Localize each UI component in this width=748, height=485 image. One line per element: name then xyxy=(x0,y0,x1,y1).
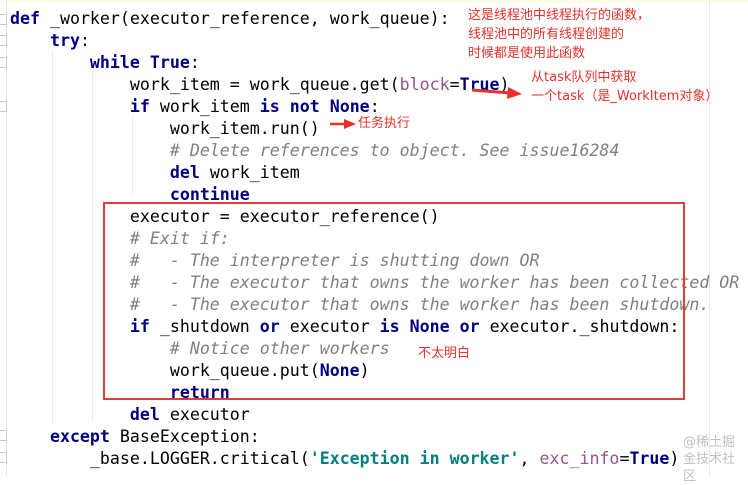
code-token: # - The executor that owns the worker ha… xyxy=(10,273,740,292)
code-token: True xyxy=(459,75,500,94)
code-line: work_item.run() xyxy=(10,118,320,140)
code-token: _worker(executor_reference, work_queue): xyxy=(39,9,450,28)
fold-marker-icon[interactable] xyxy=(0,57,7,68)
code-line: work_queue.put(None) xyxy=(10,360,370,382)
code-token: or xyxy=(259,317,280,336)
code-token: # - The interpreter is shutting down OR xyxy=(10,251,540,270)
editor-gutter xyxy=(0,0,7,476)
code-token: try xyxy=(10,31,80,50)
code-token: : xyxy=(189,53,200,72)
function-note: 这是线程池中线程执行的函数， 线程池中的所有线程创建的 时候都是使用此函数 xyxy=(468,8,651,61)
code-token: None xyxy=(319,361,360,380)
code-token: True xyxy=(629,449,670,468)
watermark: @稀土掘金技术社区 xyxy=(683,435,736,484)
arrow-icon xyxy=(471,87,522,99)
indent-guide xyxy=(92,72,93,422)
code-token: return xyxy=(10,383,230,402)
code-token: del xyxy=(10,163,200,182)
code-token: _base.LOGGER.critical( xyxy=(10,449,310,468)
code-token: work_item xyxy=(149,97,260,116)
fold-marker-icon[interactable] xyxy=(0,452,7,463)
code-line: del executor xyxy=(10,404,250,426)
right-margin-guide xyxy=(709,0,710,476)
code-line: while True: xyxy=(10,52,200,74)
code-token: except xyxy=(10,427,110,446)
code-token: work_queue.put( xyxy=(10,361,320,380)
code-line: except BaseException: xyxy=(10,426,260,448)
code-token: ) xyxy=(359,361,370,380)
code-line: # - The executor that owns the worker ha… xyxy=(10,294,709,316)
code-token: block xyxy=(399,75,450,94)
code-line: del work_item xyxy=(10,162,300,184)
code-token: # Delete references to object. See issue… xyxy=(10,141,620,160)
fold-marker-icon[interactable] xyxy=(0,35,7,46)
code-line: # Exit if: xyxy=(10,228,230,250)
code-token: executor = executor_reference() xyxy=(10,207,440,226)
code-line: work_item = work_queue.get(block=True) xyxy=(10,74,510,96)
code-line: # Notice other workers xyxy=(10,338,390,360)
code-line: # Delete references to object. See issue… xyxy=(10,140,620,162)
code-token: is not None xyxy=(259,97,370,116)
indent-guide xyxy=(52,50,53,425)
code-token: BaseException: xyxy=(109,427,260,446)
code-token: = xyxy=(619,449,630,468)
code-token: del xyxy=(10,405,160,424)
code-token: def xyxy=(10,9,40,28)
get-task-note: 从task队列中获取 一个task（是_WorkItem对象） xyxy=(531,70,719,104)
code-line: try: xyxy=(10,30,90,52)
code-token: : xyxy=(79,31,90,50)
indent-guide xyxy=(132,116,133,196)
fold-marker-icon[interactable] xyxy=(0,430,7,441)
code-editor[interactable]: def _worker(executor_reference, work_que… xyxy=(10,8,739,470)
run-note: 任务执行 xyxy=(358,116,411,131)
code-token: work_item.run() xyxy=(10,119,320,138)
code-token: _shutdown xyxy=(149,317,260,336)
code-token: executor._shutdown: xyxy=(479,317,680,336)
code-token: if xyxy=(10,97,150,116)
code-token: ) xyxy=(499,75,510,94)
code-token: # Notice other workers xyxy=(10,339,390,358)
code-line: # - The interpreter is shutting down OR xyxy=(10,250,540,272)
code-token: , xyxy=(519,449,540,468)
code-line: def _worker(executor_reference, work_que… xyxy=(10,8,450,30)
unclear-note: 不太明白 xyxy=(418,346,471,361)
code-token: work_item xyxy=(199,163,300,182)
code-line: if _shutdown or executor is None or exec… xyxy=(10,316,680,338)
editor-top-bar xyxy=(0,0,748,3)
code-token: while True xyxy=(10,53,190,72)
code-line: executor = executor_reference() xyxy=(10,206,440,228)
code-token: is None or xyxy=(379,317,480,336)
highlight-box xyxy=(103,202,685,400)
fold-marker-icon[interactable] xyxy=(0,101,7,112)
code-line: _base.LOGGER.critical('Exception in work… xyxy=(10,448,679,470)
code-token: ) xyxy=(669,449,680,468)
code-line: return xyxy=(10,382,230,404)
code-token: 'Exception in worker' xyxy=(309,449,520,468)
arrow-icon xyxy=(330,119,356,129)
code-line: # - The executor that owns the worker ha… xyxy=(10,272,739,294)
code-line: if work_item is not None: xyxy=(10,96,380,118)
code-token: if xyxy=(10,317,150,336)
code-token: # Exit if: xyxy=(10,229,230,248)
code-token: executor xyxy=(159,405,250,424)
code-token: work_item = work_queue.get( xyxy=(10,75,400,94)
fold-marker-icon[interactable] xyxy=(0,14,7,25)
code-token: : xyxy=(369,97,380,116)
code-token: executor xyxy=(279,317,380,336)
code-line: continue xyxy=(10,184,250,206)
code-token: # - The executor that owns the worker ha… xyxy=(10,295,710,314)
code-token: = xyxy=(449,75,460,94)
code-token: exc_info xyxy=(539,449,620,468)
code-token: continue xyxy=(10,185,250,204)
